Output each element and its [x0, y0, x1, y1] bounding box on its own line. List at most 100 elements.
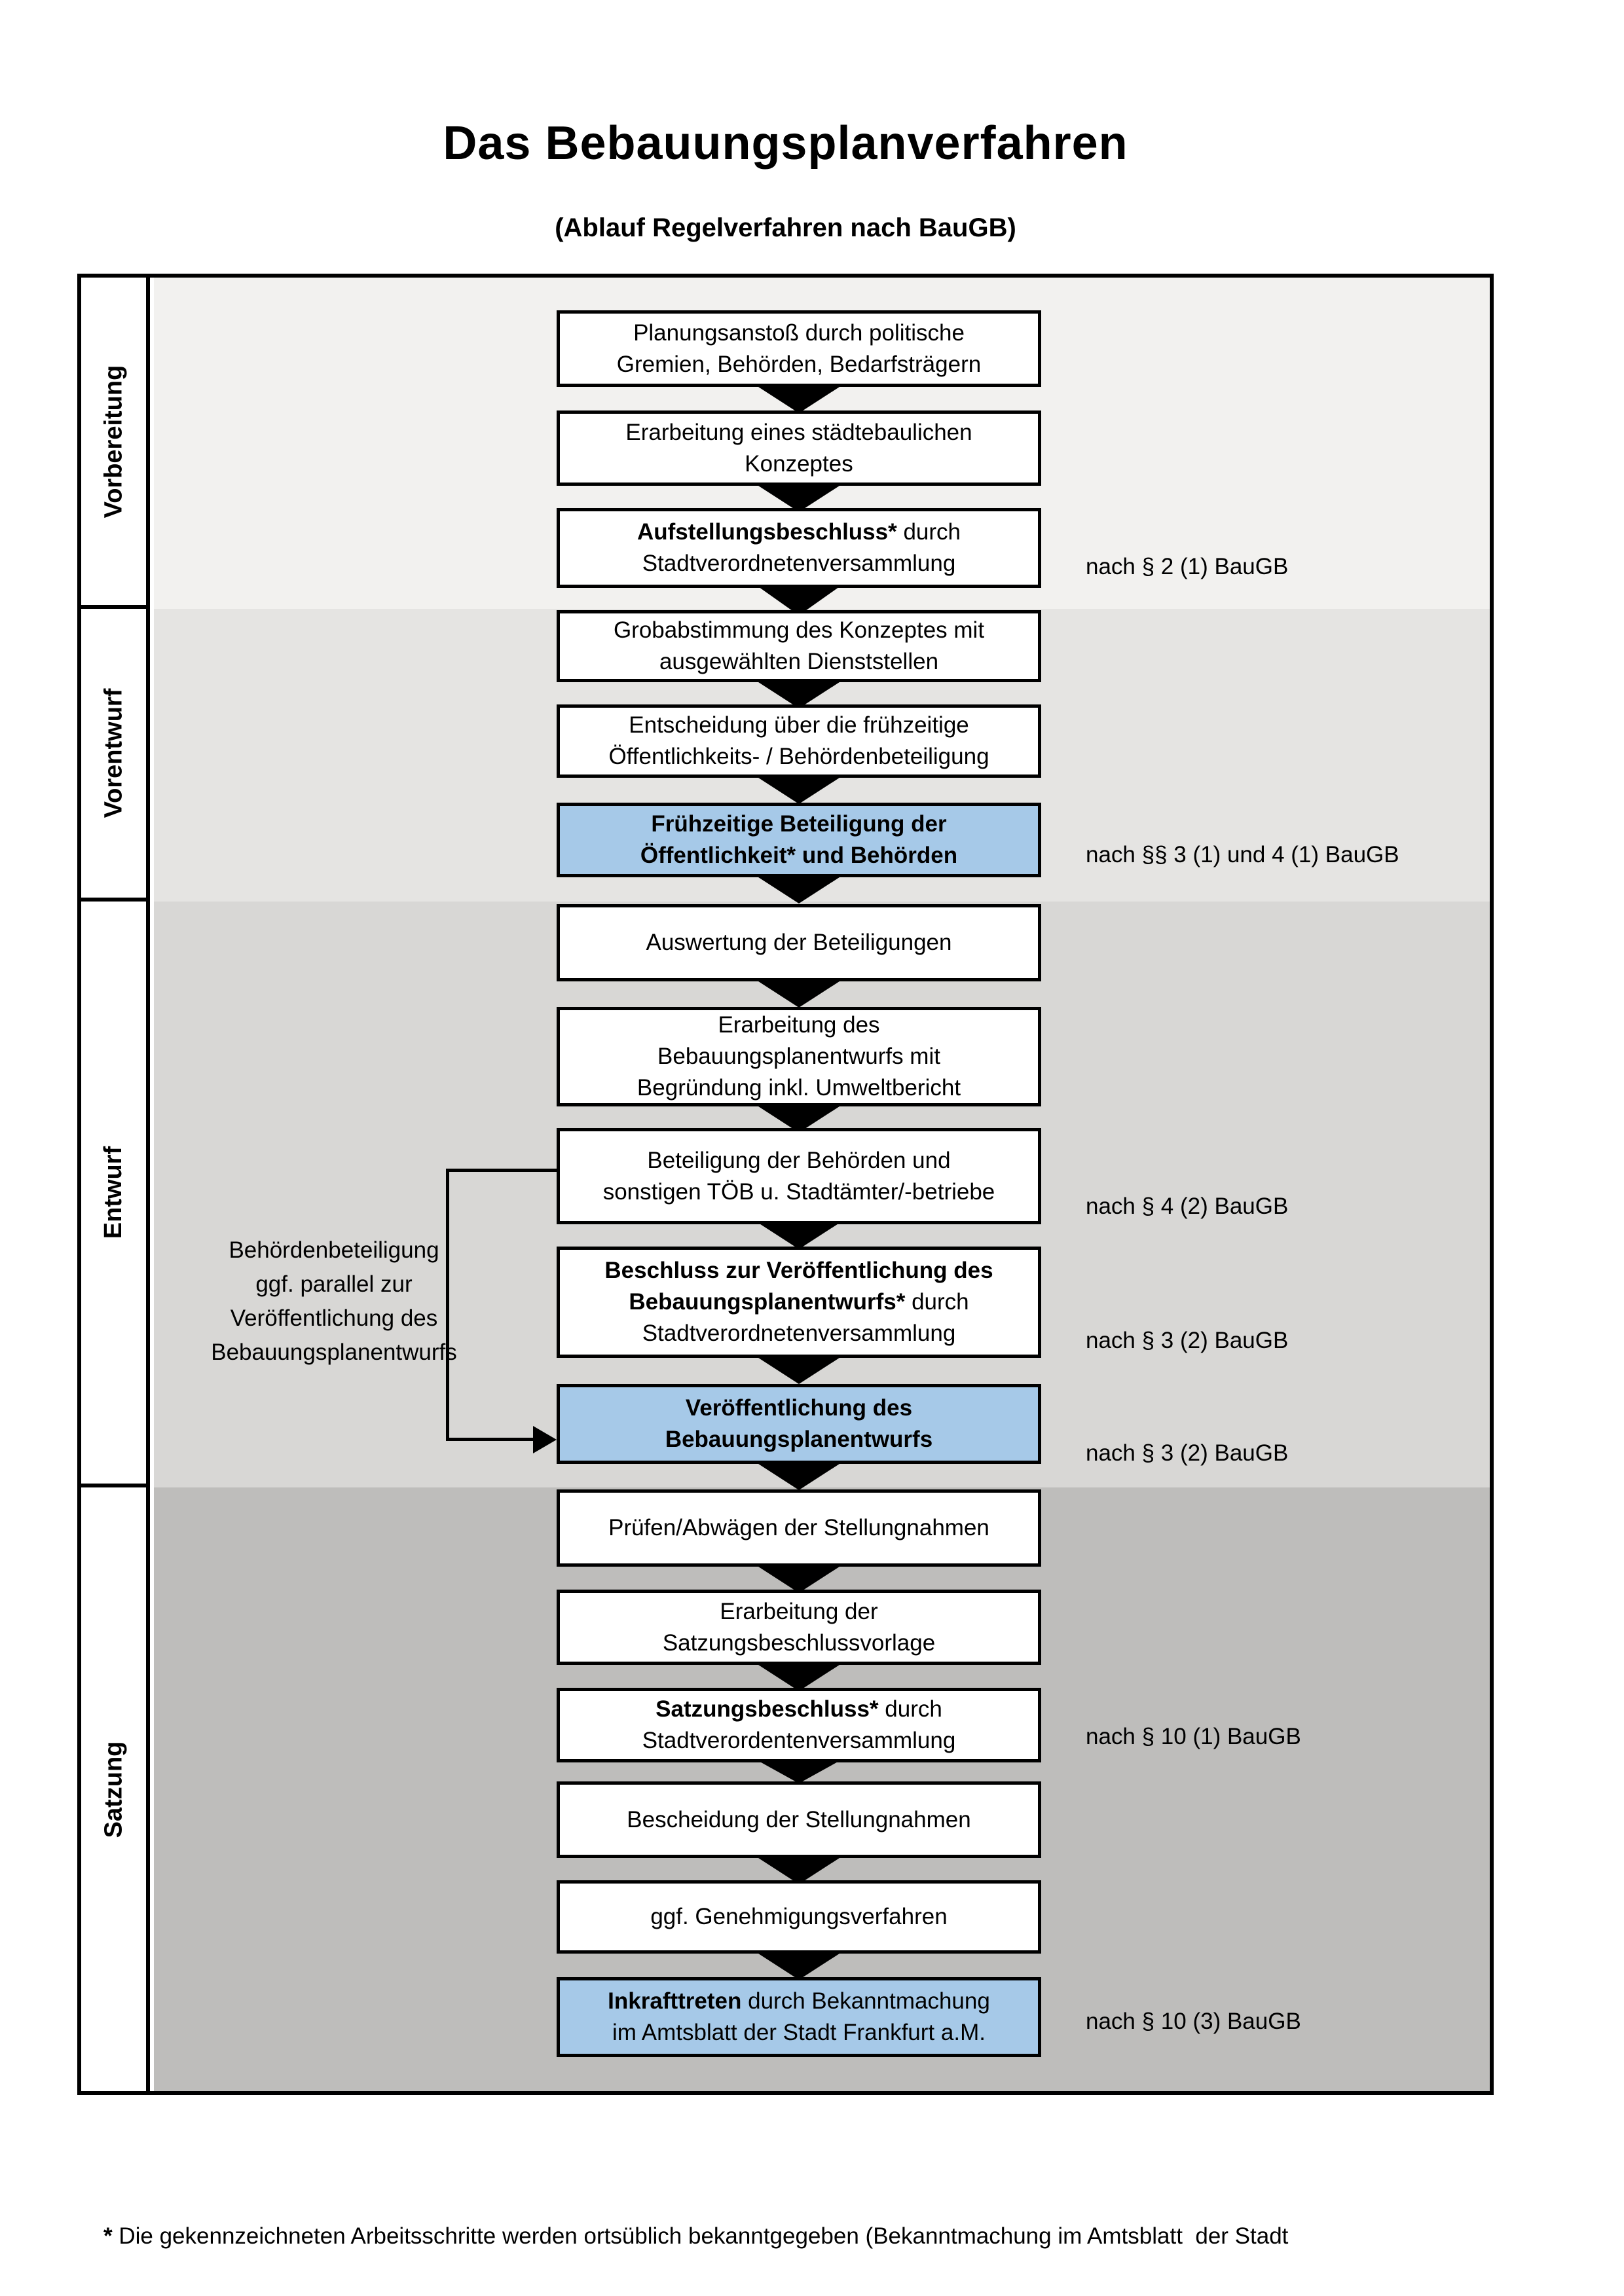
- flow-step-veroeffentlichung: Veröffentlichung des Bebauungsplanentwur…: [557, 1384, 1041, 1464]
- phase-label-vorbereitung: Vorbereitung: [81, 278, 146, 609]
- down-arrow-icon: [756, 681, 841, 708]
- step-text: Öffentlichkeits- / Behördenbeteiligung: [608, 744, 989, 769]
- law-reference: nach § 4 (2) BauGB: [1086, 1194, 1289, 1219]
- law-reference: nach § 3 (2) BauGB: [1086, 1328, 1289, 1353]
- side-note-line: Bebauungsplanentwurfs: [211, 1339, 457, 1365]
- flow-step-satzungsvorlage: Erarbeitung der Satzungsbeschlussvorlage: [557, 1590, 1041, 1665]
- step-text: Beschluss zur Veröffentlichung des: [560, 1255, 1038, 1286]
- step-text: Auswertung der Beteiligungen: [646, 930, 952, 955]
- down-arrow-icon: [756, 776, 841, 804]
- flow-step-auswertung: Auswertung der Beteiligungen: [557, 904, 1041, 981]
- step-text: Inkrafttreten durch Bekanntmachung: [560, 1986, 1038, 2017]
- side-note-line: Behördenbeteiligung: [229, 1237, 439, 1263]
- right-arrow-icon: [533, 1426, 557, 1453]
- law-reference: nach § 3 (2) BauGB: [1086, 1440, 1289, 1466]
- down-arrow-icon: [756, 1952, 841, 1980]
- flow-step-fruehzeitige-beteiligung: Frühzeitige Beteiligung der Öffentlichke…: [557, 803, 1041, 877]
- down-arrow-icon: [756, 484, 841, 512]
- step-text: Bebauungsplanentwurfs mit: [657, 1044, 940, 1069]
- flow-step-pruefen-abwaegen: Prüfen/Abwägen der Stellungnahmen: [557, 1489, 1041, 1567]
- page-subtitle: (Ablauf Regelverfahren nach BauGB): [555, 213, 1016, 242]
- side-note: Behördenbeteiligung ggf. parallel zur Ve…: [151, 1233, 517, 1370]
- step-text: durch: [896, 519, 961, 545]
- step-text: Öffentlichkeit* und Behörden: [640, 843, 958, 868]
- step-text: Frühzeitige Beteiligung der: [651, 811, 947, 837]
- step-text: Satzungsbeschlussvorlage: [662, 1630, 936, 1656]
- down-arrow-icon: [756, 1760, 841, 1783]
- step-text: Erarbeitung eines städtebaulichen: [625, 419, 972, 445]
- step-text: Satzungsbeschluss* durch: [560, 1694, 1038, 1725]
- step-text: durch: [878, 1696, 942, 1722]
- down-arrow-icon: [756, 1222, 841, 1249]
- down-arrow-icon: [756, 1565, 841, 1593]
- law-reference: nach § 10 (3) BauGB: [1086, 2009, 1301, 2034]
- step-text: Erarbeitung des: [718, 1012, 880, 1038]
- step-text: durch Bekanntmachung: [741, 1988, 990, 2014]
- flow-step-genehmigungsverfahren: ggf. Genehmigungsverfahren: [557, 1880, 1041, 1954]
- law-reference: nach § 10 (1) BauGB: [1086, 1724, 1301, 1749]
- step-text: Prüfen/Abwägen der Stellungnahmen: [608, 1515, 989, 1540]
- footnote-asterisk: *: [103, 2223, 113, 2249]
- flow-step-grobabstimmung: Grobabstimmung des Konzeptes mit ausgewä…: [557, 610, 1041, 682]
- flow-step-aufstellungsbeschluss: Aufstellungsbeschluss* durch Stadtverord…: [557, 508, 1041, 588]
- bracket-top-line: [446, 1169, 557, 1172]
- flow-step-bescheidung: Bescheidung der Stellungnahmen: [557, 1781, 1041, 1858]
- step-text: Bebauungsplanentwurfs* durch: [560, 1286, 1038, 1318]
- phase-label-text: Entwurf: [100, 1146, 127, 1239]
- down-arrow-icon: [756, 1357, 841, 1384]
- step-text: im Amtsblatt der Stadt Frankfurt a.M.: [612, 2020, 986, 2045]
- flow-step-satzungsbeschluss: Satzungsbeschluss* durch Stadtverordente…: [557, 1688, 1041, 1762]
- flow-step-entscheidung-beteiligung: Entscheidung über die frühzeitige Öffent…: [557, 704, 1041, 778]
- step-text: Aufstellungsbeschluss* durch: [560, 517, 1038, 548]
- down-arrow-icon: [756, 386, 841, 413]
- step-text: Bescheidung der Stellungnahmen: [627, 1806, 971, 1832]
- step-text: Stadtverordnetenversammlung: [642, 551, 956, 576]
- footnote-line: * Die gekennzeichneten Arbeitsschritte w…: [103, 2218, 1570, 2254]
- down-arrow-icon: [756, 1664, 841, 1691]
- step-text: Entscheidung über die frühzeitige: [629, 712, 969, 738]
- down-arrow-icon: [756, 876, 841, 903]
- flow-step-behoerdenbeteiligung: Beteiligung der Behörden und sonstigen T…: [557, 1128, 1041, 1224]
- step-text: Planungsanstoß durch politische: [633, 319, 965, 346]
- step-text: Stadtverordentenversammlung: [642, 1728, 956, 1753]
- step-text: durch: [905, 1289, 969, 1315]
- step-text: Stadtverordnetenversammlung: [642, 1321, 956, 1346]
- down-arrow-icon: [756, 980, 841, 1008]
- footnote: * Die gekennzeichneten Arbeitsschritte w…: [103, 2146, 1570, 2296]
- step-text: ausgewählten Dienststellen: [659, 649, 939, 674]
- step-text-bold: Beschluss zur Veröffentlichung des: [604, 1258, 993, 1283]
- step-text: Beteiligung der Behörden und: [647, 1147, 951, 1173]
- phase-label-text: Vorbereitung: [100, 365, 128, 518]
- phase-label-vorentwurf: Vorentwurf: [81, 609, 146, 902]
- phase-label-column: Vorbereitung Vorentwurf Entwurf Satzung: [81, 278, 150, 2091]
- side-note-line: Veröffentlichung des: [230, 1305, 438, 1331]
- bracket-vertical-line: [446, 1169, 449, 1441]
- side-note-line: ggf. parallel zur: [255, 1271, 413, 1297]
- phase-label-satzung: Satzung: [81, 1487, 146, 2091]
- step-text: Begründung inkl. Umweltbericht: [637, 1075, 961, 1101]
- flow-step-veroeffentlichungsbeschluss: Beschluss zur Veröffentlichung des Bebau…: [557, 1247, 1041, 1358]
- step-text: Konzeptes: [745, 450, 853, 477]
- step-text: Erarbeitung der: [720, 1598, 878, 1624]
- down-arrow-icon: [756, 1857, 841, 1884]
- step-text-bold: Bebauungsplanentwurfs*: [629, 1289, 906, 1315]
- flow-step-inkrafttreten: Inkrafttreten durch Bekanntmachung im Am…: [557, 1977, 1041, 2057]
- flow-step-konzept-erarbeitung: Erarbeitung eines städtebaulichen Konzep…: [557, 410, 1041, 486]
- flow-step-planungsanstoss: Planungsanstoß durch politische Gremien,…: [557, 310, 1041, 387]
- step-text: Gremien, Behörden, Bedarfsträgern: [616, 351, 982, 377]
- down-arrow-icon: [756, 1463, 841, 1490]
- step-text-bold: Satzungsbeschluss*: [655, 1696, 879, 1722]
- step-text: Bebauungsplanentwurfs: [665, 1427, 933, 1452]
- phase-label-entwurf: Entwurf: [81, 902, 146, 1487]
- law-reference: nach §§ 3 (1) und 4 (1) BauGB: [1086, 842, 1399, 867]
- step-text: Grobabstimmung des Konzeptes mit: [613, 617, 985, 643]
- bracket-bottom-line: [446, 1438, 536, 1441]
- step-text-bold: Aufstellungsbeschluss*: [637, 519, 897, 545]
- page-title: Das Bebauungsplanverfahren: [443, 117, 1128, 170]
- step-text: sonstigen TÖB u. Stadtämter/-betriebe: [602, 1178, 995, 1205]
- flow-step-entwurf-erarbeitung: Erarbeitung des Bebauungsplanentwurfs mi…: [557, 1007, 1041, 1106]
- phase-label-text: Vorentwurf: [100, 688, 127, 818]
- step-text: ggf. Genehmigungsverfahren: [650, 1904, 948, 1929]
- footnote-text: Die gekennzeichneten Arbeitsschritte wer…: [112, 2223, 1289, 2249]
